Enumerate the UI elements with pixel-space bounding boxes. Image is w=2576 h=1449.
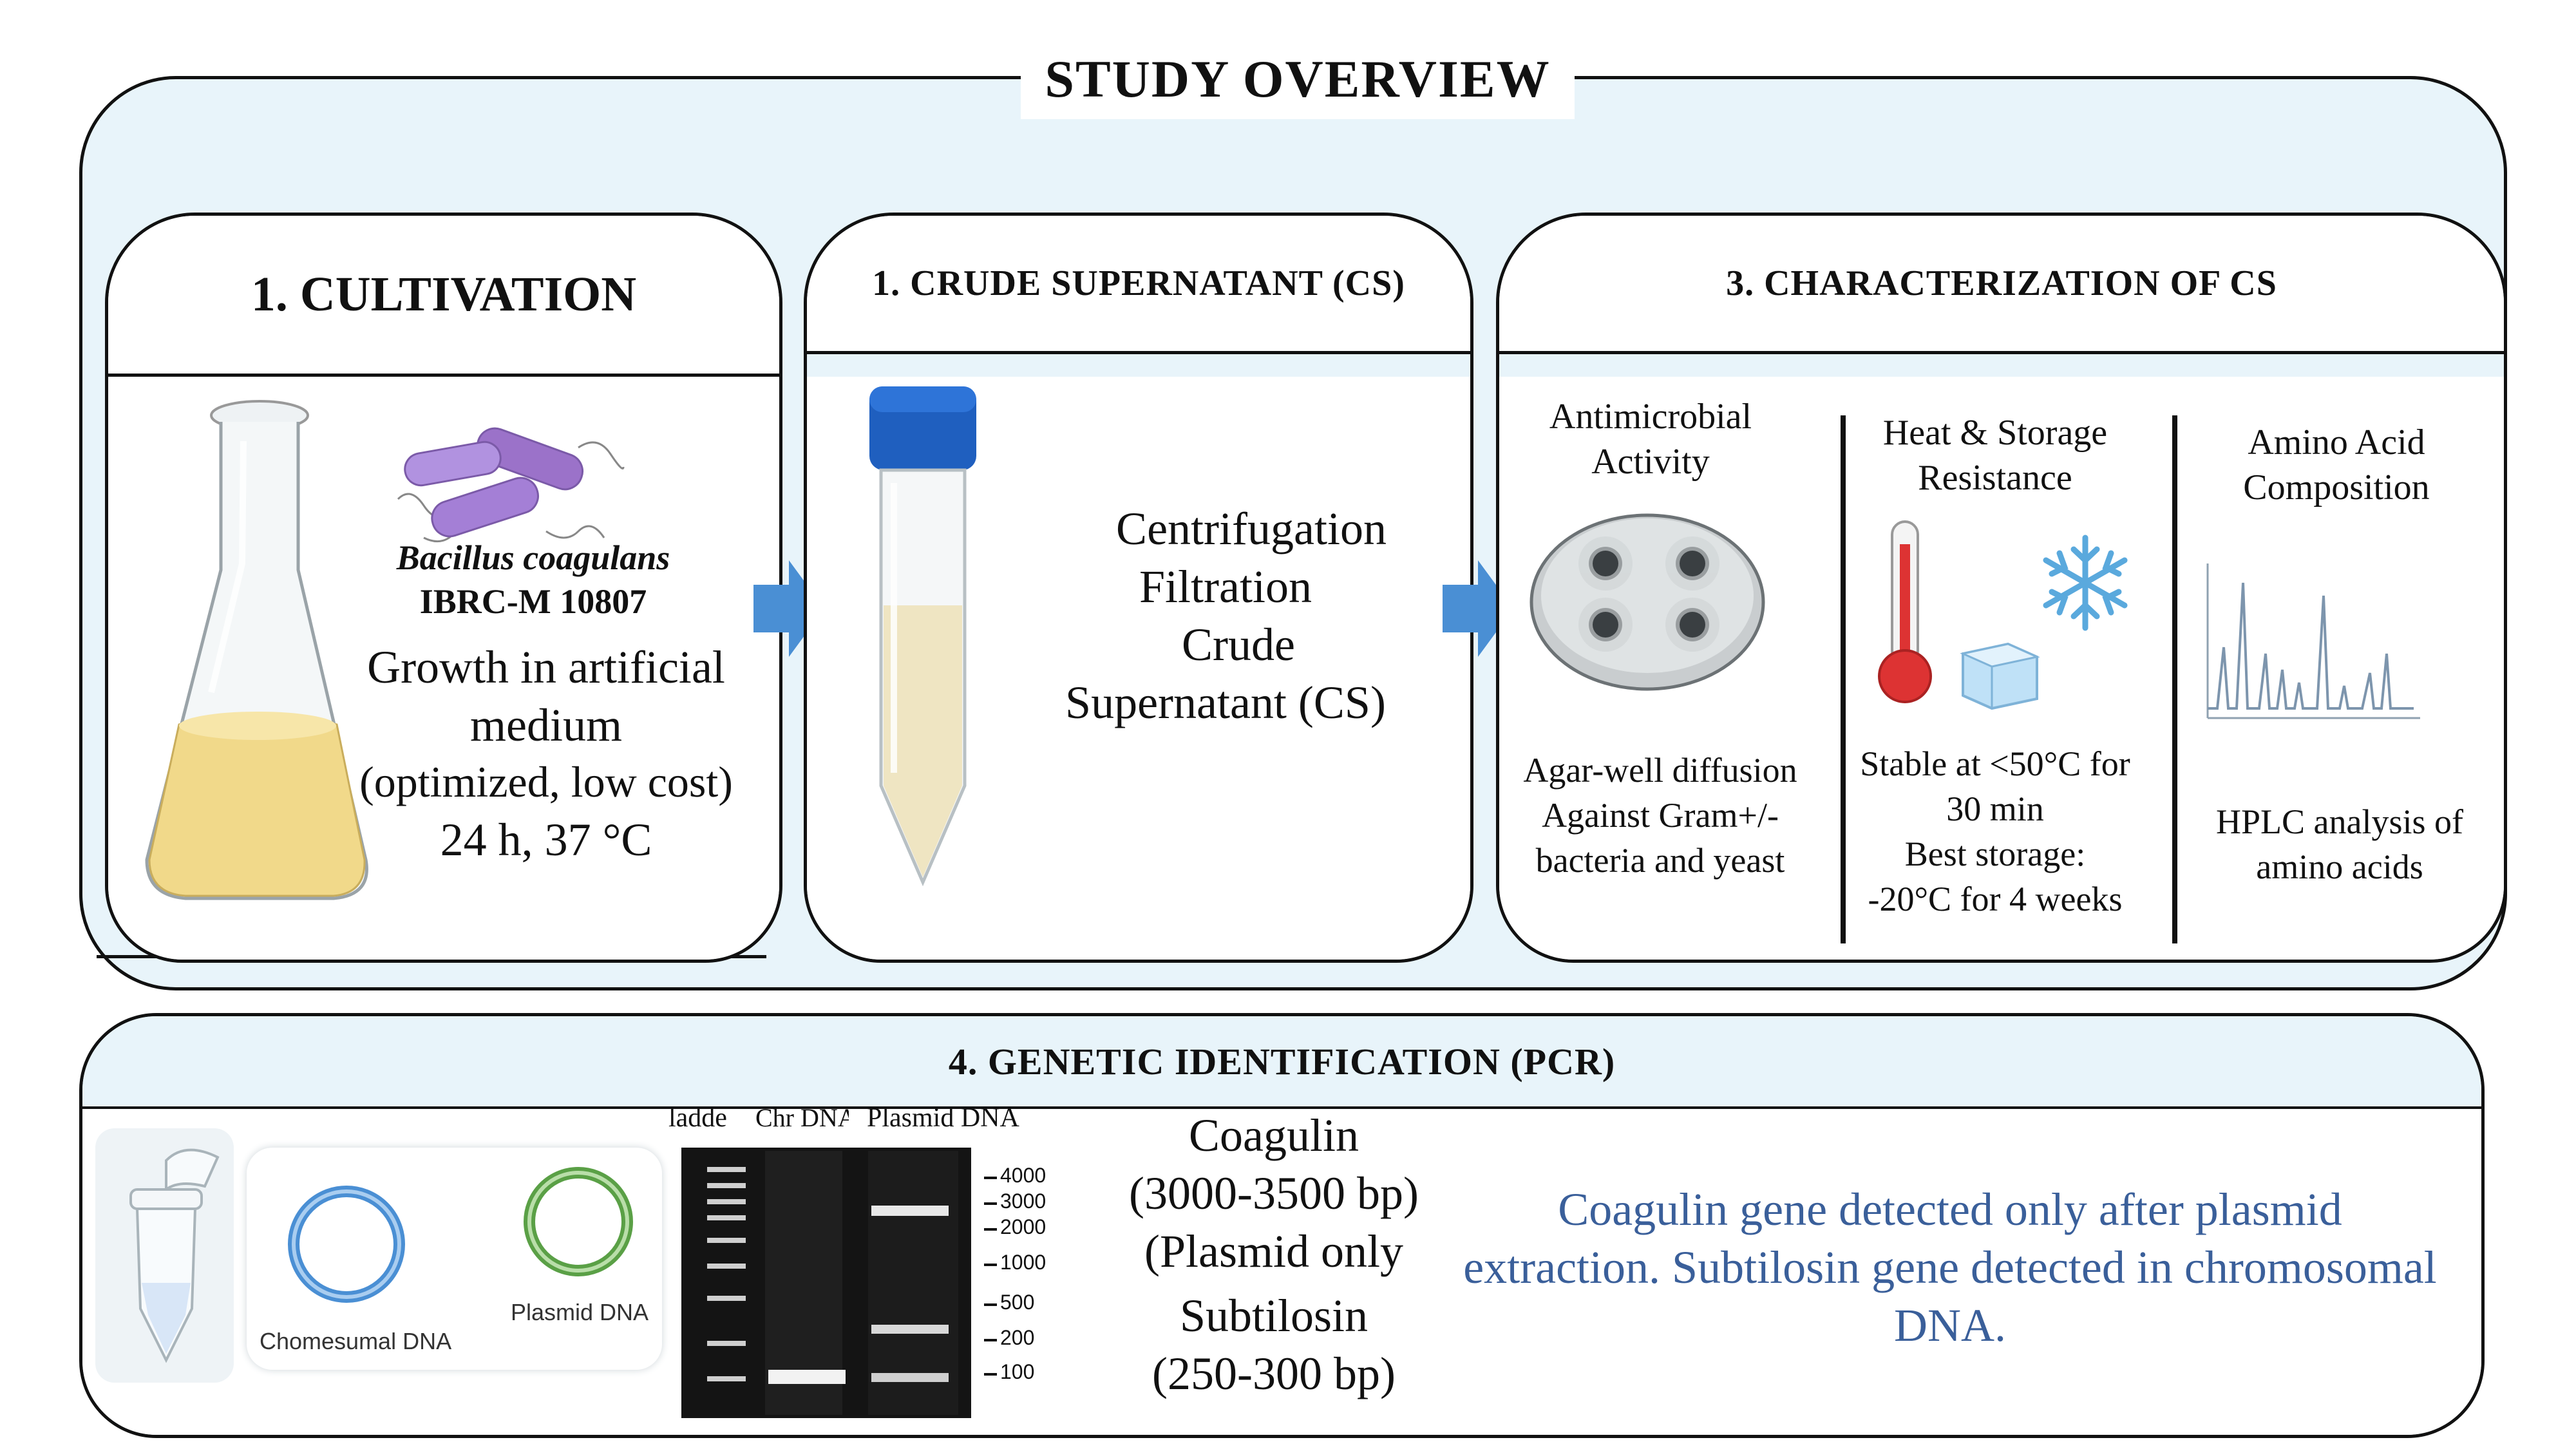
organism-name: Bacillus coagulans: [396, 538, 670, 577]
plasmid-dna-label: Plasmid DNA: [511, 1299, 649, 1325]
dna-diagram-card: Chomesumal DNA Plasmid DNA: [247, 1148, 662, 1370]
marker-label: 1000: [1000, 1251, 1046, 1274]
hplc-chromatogram-icon: [2206, 564, 2420, 719]
growth-text-2: medium: [470, 699, 622, 751]
marker-label: 3000: [1000, 1189, 1046, 1213]
crude-supernatant-card: 1. CRUDE SUPERNATANT (CS) Centrifugation…: [804, 213, 1473, 963]
marker-label: 500: [1000, 1291, 1035, 1314]
subtilosin-label: Subtilosin: [1179, 1290, 1368, 1341]
marker-label: 100: [1000, 1360, 1035, 1383]
marker-label: 200: [1000, 1326, 1035, 1349]
ice-cube-icon: [1960, 642, 2040, 710]
amino-desc-1: HPLC analysis of: [2216, 802, 2463, 841]
antimicrobial-title-1: Antimicrobial: [1549, 397, 1752, 437]
subtilosin-size: (250-300 bp): [1152, 1348, 1396, 1399]
growth-text-3: (optimized, low cost): [359, 757, 733, 806]
conclusion-text-1: Coagulin gene detected only after plasmi…: [1558, 1184, 2342, 1235]
coagulin-label: Coagulin: [1189, 1110, 1359, 1161]
strain-label: IBRC-M 10807: [419, 582, 647, 621]
antimicrobial-desc-1: Agar-well diffusion: [1523, 751, 1797, 790]
chromosomal-dna-ring-icon: [288, 1186, 405, 1303]
page-title: STUDY OVERVIEW: [1021, 39, 1575, 119]
bacteria-icon: [397, 427, 625, 543]
characterization-header: 3. CHARACTERIZATION OF CS: [1499, 216, 2504, 354]
characterization-card: 3. CHARACTERIZATION OF CS Antimicrobial …: [1496, 213, 2507, 963]
process-step-4: Supernatant (CS): [1065, 677, 1386, 728]
coagulin-size: (3000-3500 bp): [1129, 1168, 1419, 1219]
microtube-icon: [129, 1148, 220, 1363]
petri-dish-icon: [1530, 513, 1765, 691]
crude-body: Centrifugation Filtration Crude Supernat…: [807, 377, 1470, 960]
cultivation-body: Bacillus coagulans IBRC-M 10807 Growth i…: [108, 377, 779, 960]
amino-title-2: Composition: [2243, 468, 2430, 507]
heat-title-1: Heat & Storage: [1882, 413, 2108, 453]
centrifuge-tube-icon: [869, 386, 976, 887]
plasmid-dna-ring-icon: [524, 1167, 633, 1276]
antimicrobial-title-2: Activity: [1591, 442, 1710, 482]
characterization-body: Antimicrobial Activity Agar-well diffusi…: [1499, 377, 2504, 960]
column-divider: [1841, 415, 1846, 943]
amino-title-1: Amino Acid: [2248, 422, 2425, 462]
erlenmeyer-flask-icon: [145, 400, 368, 900]
heat-desc-1: Stable at <50°C for: [1860, 744, 2130, 783]
cultivation-header: 1. CULTIVATION: [108, 216, 779, 377]
coagulin-note: (Plasmid only: [1144, 1226, 1403, 1277]
growth-text-1: Growth in artificial: [367, 641, 725, 693]
gel-lane-label-plasmid: Plasmid DNA: [867, 1103, 1019, 1133]
antimicrobial-desc-2: Against Gram+/-: [1542, 796, 1779, 835]
cultivation-card: 1. CULTIVATION Bacillus coagulans IBRC-M…: [105, 213, 782, 963]
agarose-gel-image: [681, 1148, 971, 1418]
marker-label: 4000: [1000, 1164, 1046, 1187]
heat-desc-2: 30 min: [1946, 790, 2044, 828]
growth-text-4: 24 h, 37 °C: [440, 814, 652, 866]
crude-header: 1. CRUDE SUPERNATANT (CS): [807, 216, 1470, 354]
arrow-right-icon: [1443, 560, 1513, 657]
antimicrobial-desc-3: bacteria and yeast: [1535, 841, 1785, 880]
thermometer-icon: [1878, 520, 1932, 703]
chromosomal-dna-label: Chomesumal DNA: [260, 1328, 452, 1354]
process-step-3: Crude: [1182, 619, 1295, 670]
microtube-image: [95, 1128, 234, 1383]
conclusion-text-3: DNA.: [1894, 1300, 2006, 1351]
marker-ticks: [984, 1177, 997, 1376]
snowflake-icon: [2043, 535, 2128, 631]
heat-title-2: Resistance: [1918, 458, 2072, 498]
heat-desc-3: Best storage:: [1904, 835, 2086, 873]
heat-desc-4: -20°C for 4 weeks: [1868, 880, 2123, 918]
conclusion-text-2: extraction. Subtilosin gene detected in …: [1463, 1242, 2437, 1293]
gel-lane-label-chr: Chr DNA: [755, 1103, 849, 1132]
amino-desc-2: amino acids: [2256, 848, 2423, 886]
process-step-1: Centrifugation: [1116, 503, 1387, 554]
genetic-body: Chomesumal DNA Plasmid DNA ladde Chr DNA…: [82, 1103, 2481, 1435]
process-step-2: Filtration: [1139, 561, 1312, 612]
genetic-header: 4. GENETIC IDENTIFICATION (PCR): [82, 1016, 2481, 1109]
gel-lane-label-ladder: ladde: [668, 1103, 727, 1133]
column-divider: [2172, 415, 2177, 943]
genetic-identification-panel: 4. GENETIC IDENTIFICATION (PCR) Chomesum…: [79, 1013, 2485, 1438]
marker-label: 2000: [1000, 1215, 1046, 1238]
